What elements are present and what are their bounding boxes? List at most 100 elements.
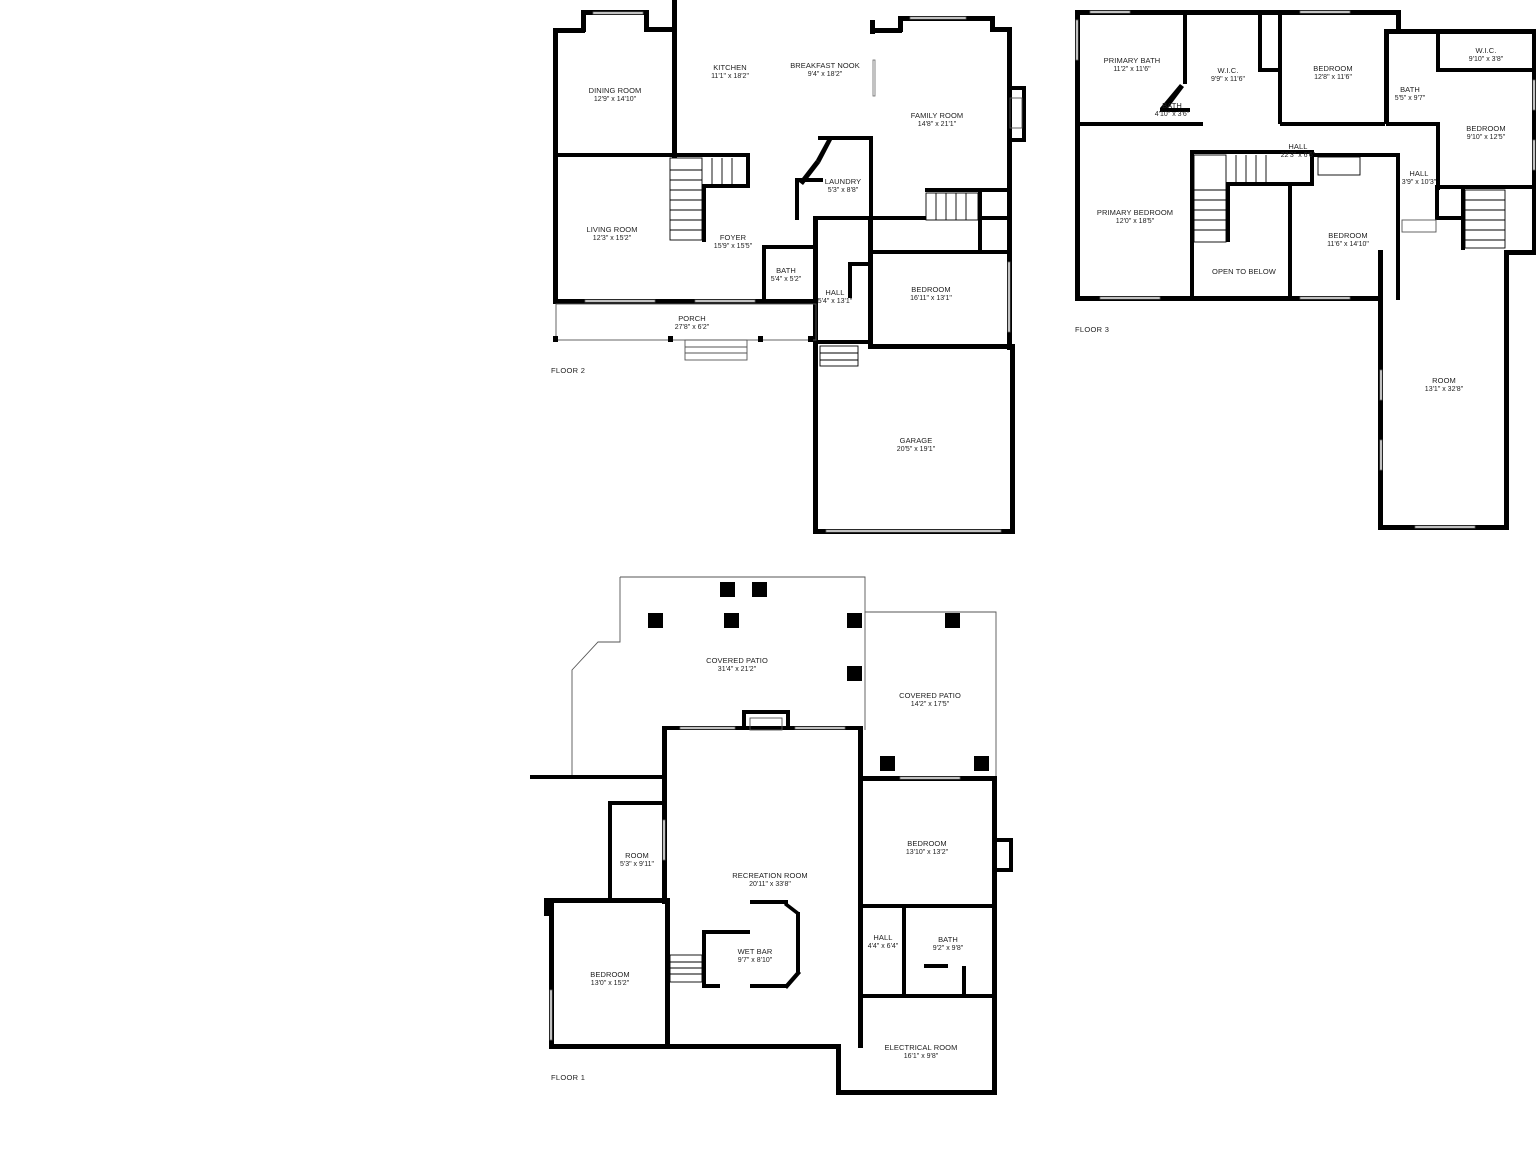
room-name: BEDROOM — [1313, 64, 1352, 73]
room-name: DINING ROOM — [589, 86, 642, 95]
room-dimensions: 5'5" x 9'7" — [1395, 95, 1426, 102]
room-name: BATH — [938, 935, 958, 944]
room-dimensions: 20'11" x 33'8" — [749, 881, 791, 888]
floor-3-room-open-to-below: OPEN TO BELOW — [1212, 267, 1277, 276]
room-dimensions: 22'3" x 6'6" — [1281, 152, 1316, 159]
room-name: W.I.C. — [1475, 46, 1496, 55]
room-name: HALL — [1409, 169, 1428, 178]
room-dimensions: 11'1" x 18'2" — [711, 73, 749, 80]
room-name: BREAKFAST NOOK — [790, 61, 860, 70]
floor-3-room-wic-2: W.I.C.9'10" x 3'8" — [1469, 46, 1504, 63]
floor-2-plan — [553, 0, 1026, 534]
room-dimensions: 13'10" x 13'2" — [906, 849, 949, 856]
floor-3-plan — [1075, 10, 1536, 530]
room-name: COVERED PATIO — [899, 691, 961, 700]
room-name: BEDROOM — [911, 285, 950, 294]
room-name: HALL — [873, 933, 892, 942]
floor-3-room-wic-1: W.I.C.9'9" x 11'6" — [1211, 66, 1245, 83]
room-dimensions: 27'8" x 6'2" — [675, 324, 710, 331]
room-name: KITCHEN — [713, 63, 747, 72]
room-name: HALL — [1288, 142, 1307, 151]
room-dimensions: 14'8" x 21'1" — [918, 121, 957, 128]
room-dimensions: 5'3" x 9'11" — [620, 861, 654, 868]
room-dimensions: 9'7" x 8'10" — [738, 957, 773, 964]
room-name: GARAGE — [900, 436, 933, 445]
room-name: W.I.C. — [1217, 66, 1238, 75]
room-dimensions: 13'1" x 32'8" — [1425, 386, 1464, 393]
room-name: FOYER — [720, 233, 747, 242]
floor-1-plan — [530, 576, 1013, 1095]
room-name: OPEN TO BELOW — [1212, 267, 1277, 276]
room-dimensions: 12'0" x 18'5" — [1116, 218, 1155, 225]
floor-3-label: FLOOR 3 — [1075, 325, 1109, 334]
room-dimensions: 16'11" x 13'1" — [910, 295, 952, 302]
floor-2-label: FLOOR 2 — [551, 366, 585, 375]
room-dimensions: 9'10" x 12'5" — [1467, 134, 1506, 141]
room-dimensions: 5'4" x 5'2" — [771, 276, 802, 283]
room-dimensions: 20'5" x 19'1" — [897, 446, 936, 453]
room-name: FAMILY ROOM — [911, 111, 964, 120]
room-dimensions: 31'4" x 21'2" — [718, 666, 757, 673]
room-name: BEDROOM — [590, 970, 629, 979]
room-name: WET BAR — [738, 947, 773, 956]
room-dimensions: 9'2" x 9'8" — [933, 945, 964, 952]
room-name: ROOM — [625, 851, 649, 860]
room-name: BEDROOM — [1328, 231, 1367, 240]
room-dimensions: 14'2" x 17'5" — [911, 701, 950, 708]
room-name: BATH — [776, 266, 796, 275]
room-dimensions: 4'10" x 3'6" — [1155, 111, 1190, 118]
room-name: PRIMARY BATH — [1104, 56, 1161, 65]
room-dimensions: 9'9" x 11'6" — [1211, 76, 1245, 83]
room-dimensions: 11'6" x 14'10" — [1327, 241, 1369, 248]
room-name: RECREATION ROOM — [732, 871, 808, 880]
room-dimensions: 12'8" x 11'6" — [1314, 74, 1352, 81]
room-dimensions: 5'3" x 8'8" — [828, 187, 859, 194]
room-dimensions: 9'10" x 3'8" — [1469, 56, 1504, 63]
room-dimensions: 12'9" x 14'10" — [594, 96, 637, 103]
floor-1-label: FLOOR 1 — [551, 1073, 585, 1082]
room-dimensions: 3'9" x 10'3" — [1402, 179, 1437, 186]
room-name: PORCH — [678, 314, 706, 323]
room-dimensions: 4'4" x 6'4" — [868, 943, 899, 950]
room-dimensions: 13'0" x 15'2" — [591, 980, 630, 987]
room-name: BATH — [1400, 85, 1420, 94]
room-name: BEDROOM — [907, 839, 946, 848]
room-name: BATH — [1162, 101, 1182, 110]
room-name: ROOM — [1432, 376, 1456, 385]
room-dimensions: 11'2" x 11'6" — [1113, 66, 1151, 73]
room-name: PRIMARY BEDROOM — [1097, 208, 1173, 217]
room-dimensions: 15'9" x 15'5" — [714, 243, 753, 250]
room-name: LIVING ROOM — [586, 225, 637, 234]
